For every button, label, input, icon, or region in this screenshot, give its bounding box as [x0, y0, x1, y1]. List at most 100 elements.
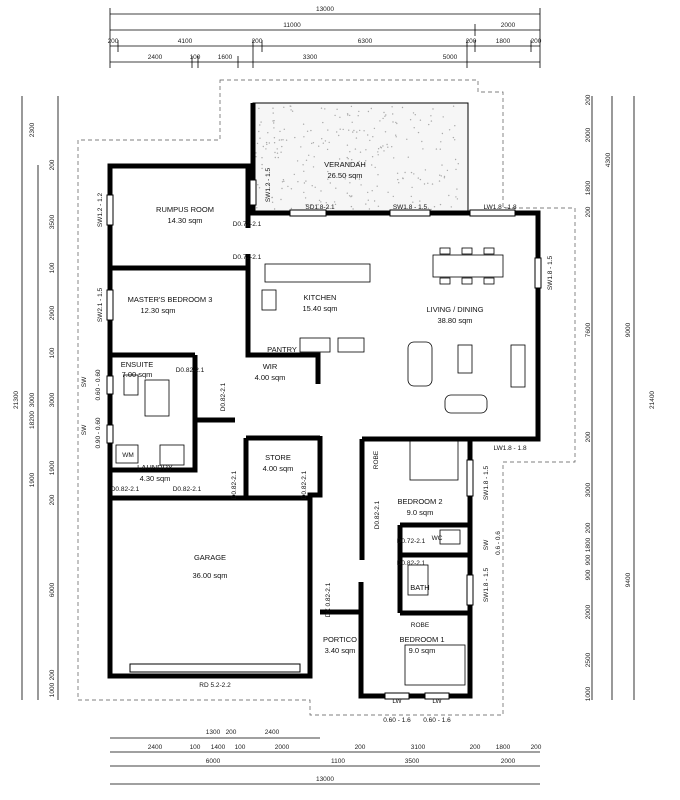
paving-speckle: [383, 150, 385, 152]
paving-speckle: [438, 180, 441, 182]
dim-right: 200: [585, 522, 592, 533]
paving-speckle: [440, 175, 442, 177]
room-wir-name: WIR: [263, 362, 278, 371]
paving-speckle: [395, 121, 397, 124]
paving-speckle: [255, 152, 257, 154]
dim-bottom: 1300: [206, 729, 221, 736]
paving-speckle: [327, 170, 329, 173]
paving-speckle: [312, 166, 315, 168]
paving-speckle: [371, 156, 374, 158]
dim-right: 9400: [625, 572, 632, 587]
dim-right: 7600: [585, 322, 592, 337]
paving-speckle: [427, 182, 429, 184]
paving-speckle: [365, 160, 367, 162]
window-label: SW: [483, 539, 490, 550]
paving-speckle: [419, 178, 422, 181]
window-label: SW: [81, 376, 88, 387]
paving-speckle: [318, 145, 320, 147]
left-dimensions: 2300 3500 100 2900 100 3000 1900 200 600…: [13, 96, 59, 700]
door-label: D0.72-2.1: [397, 538, 426, 545]
dim-right: 200: [585, 94, 592, 105]
paving-speckle: [412, 112, 415, 114]
paving-speckle: [387, 146, 389, 148]
paving-speckle: [339, 128, 341, 130]
paving-speckle: [273, 120, 275, 122]
paving-speckle: [450, 206, 452, 208]
island: [299, 337, 331, 353]
paving-speckle: [440, 141, 442, 143]
dim-top: 2400: [148, 54, 163, 61]
paving-speckle: [311, 142, 313, 145]
paving-speckle: [441, 164, 443, 166]
paving-speckle: [454, 125, 456, 127]
paving-speckle: [326, 148, 329, 151]
paving-speckle: [310, 204, 313, 207]
paving-speckle: [413, 173, 415, 175]
paving-speckle: [433, 206, 436, 208]
paving-speckle: [367, 110, 370, 113]
paving-speckle: [305, 159, 308, 161]
room-rumpus-name: RUMPUS ROOM: [156, 205, 214, 214]
paving-speckle: [393, 157, 395, 159]
paving-speckle: [367, 191, 369, 194]
dim-bottom: 2400: [265, 729, 280, 736]
room-store-area: 4.00 sqm: [263, 464, 294, 473]
dim-top: 5000: [443, 54, 458, 61]
paving-speckle: [256, 142, 259, 145]
paving-speckle: [439, 203, 442, 206]
paving-speckle: [296, 160, 299, 162]
room-bedroom2-name: BEDROOM 2: [397, 497, 442, 506]
door-label: D0.82-2.1: [301, 470, 308, 499]
paving-speckle: [441, 132, 444, 135]
paving-speckle: [417, 177, 419, 179]
paving-speckle: [282, 179, 285, 181]
paving-speckle: [384, 115, 386, 118]
paving-speckle: [430, 115, 432, 117]
paving-speckle: [260, 121, 262, 123]
window-label: SW1.8 - 1.5: [483, 465, 490, 500]
window-label: 0.60 - 1.6: [383, 717, 411, 724]
dim-left: 2300: [29, 122, 36, 137]
paving-speckle: [273, 208, 276, 210]
dim-bottom: 1400: [211, 744, 226, 751]
toilet-ensuite: [123, 374, 139, 396]
room-laundry-area: 4.30 sqm: [140, 474, 171, 483]
paving-speckle: [404, 171, 406, 174]
paving-speckle: [291, 110, 294, 112]
dim-bottom: 2000: [501, 758, 516, 765]
door-label: D0.82-2.1: [231, 470, 238, 499]
room-verandah-name: VERANDAH: [324, 160, 366, 169]
window-label: SW1.8 - 1.5: [547, 255, 554, 290]
paving-speckle: [342, 162, 344, 164]
paving-speckle: [347, 114, 349, 116]
paving-speckle: [370, 107, 372, 110]
window-label: SW: [81, 424, 88, 435]
paving-speckle: [310, 129, 312, 132]
paving-speckle: [290, 188, 293, 190]
paving-speckle: [411, 186, 413, 189]
window-label: 0.60 - 1.6: [423, 717, 451, 724]
room-laundry-name: LAUNDRY: [137, 463, 173, 472]
dim-right: 4300: [605, 152, 612, 167]
paving-speckle: [308, 154, 310, 156]
paving-speckle: [371, 190, 373, 192]
room-pantry-name: PANTRY: [267, 345, 297, 354]
room-ensuite-area: 7.00 sqm: [122, 370, 153, 379]
door-label: D0.72-2.1: [233, 221, 262, 228]
paving-speckle: [448, 194, 450, 197]
paving-speckle: [456, 198, 459, 200]
paving-speckle: [278, 139, 281, 141]
paving-speckle: [410, 195, 412, 198]
room-garage-name: GARAGE: [194, 553, 226, 562]
paving-speckle: [277, 156, 279, 159]
paving-speckle: [395, 136, 397, 138]
door-label: SD1.8-2.1: [305, 204, 335, 211]
wm-label: WM: [122, 452, 134, 459]
paving-speckle: [351, 195, 353, 197]
paving-speckle: [392, 113, 394, 115]
paving-speckle: [419, 119, 422, 121]
bed-2: [409, 439, 459, 481]
paving-speckle: [348, 195, 351, 197]
dim-bottom: 200: [531, 744, 542, 751]
paving-speckle: [259, 137, 261, 139]
